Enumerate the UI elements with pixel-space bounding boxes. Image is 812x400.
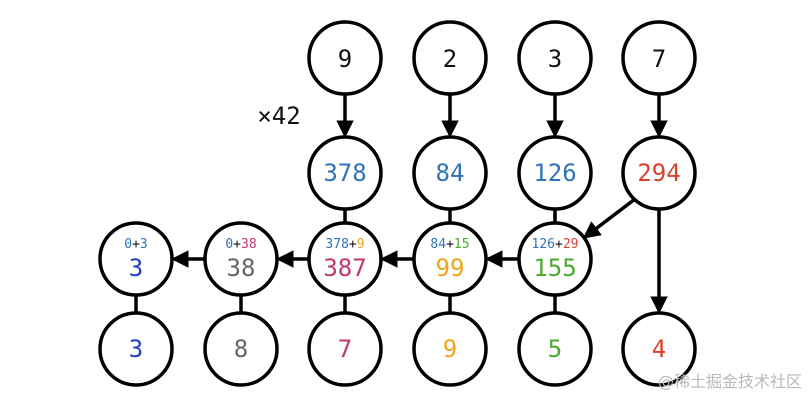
sum-expression: 378+9 xyxy=(325,237,364,252)
digit-node: 2 xyxy=(412,20,488,96)
product-label: 294 xyxy=(637,159,680,187)
product-node: 294 xyxy=(621,135,697,211)
product-label: 84 xyxy=(436,159,465,187)
sum-expression: 0+3 xyxy=(124,237,147,252)
digit-node: 3 xyxy=(517,20,593,96)
product-node: 84 xyxy=(412,135,488,211)
product-node: 378 xyxy=(307,135,383,211)
sum-node: 378+9 387 xyxy=(307,221,383,297)
product-node: 126 xyxy=(517,135,593,211)
digit-label: 7 xyxy=(652,45,666,73)
sum-result: 3 xyxy=(129,254,143,282)
multiplier-label: ×42 xyxy=(257,102,300,130)
sum-node: 84+15 99 xyxy=(412,221,488,297)
sum-expression: 126+29 xyxy=(532,237,579,252)
result-digit-label: 4 xyxy=(652,335,666,363)
sum-result: 99 xyxy=(436,254,465,282)
product-label: 126 xyxy=(533,159,576,187)
sum-expression: 0+38 xyxy=(225,237,256,252)
edge-carry-diagonal xyxy=(582,197,637,239)
result-digit-node: 5 xyxy=(517,311,593,387)
result-digit-label: 3 xyxy=(129,335,143,363)
digit-node: 7 xyxy=(621,20,697,96)
digit-label: 9 xyxy=(338,45,352,73)
result-digit-node: 8 xyxy=(203,311,279,387)
digit-label: 3 xyxy=(548,45,562,73)
result-digit-node: 9 xyxy=(412,311,488,387)
digit-label: 2 xyxy=(443,45,457,73)
sum-node: 126+29 155 xyxy=(517,221,593,297)
result-digit-node: 7 xyxy=(307,311,383,387)
sum-node: 0+38 38 xyxy=(203,221,279,297)
result-digit-label: 8 xyxy=(234,335,248,363)
result-digit-label: 9 xyxy=(443,335,457,363)
result-digit-node: 3 xyxy=(98,311,174,387)
sum-expression: 84+15 xyxy=(430,237,469,252)
result-digit-label: 5 xyxy=(548,335,562,363)
result-digit-label: 7 xyxy=(338,335,352,363)
sum-result: 387 xyxy=(323,254,366,282)
sum-result: 155 xyxy=(533,254,576,282)
product-label: 378 xyxy=(323,159,366,187)
sum-node: 0+33 xyxy=(98,221,174,297)
digit-node: 9 xyxy=(307,20,383,96)
watermark: @稀土掘金技术社区 xyxy=(657,372,802,391)
sum-result: 38 xyxy=(227,254,256,282)
result-digit-node: 4 xyxy=(621,311,697,387)
